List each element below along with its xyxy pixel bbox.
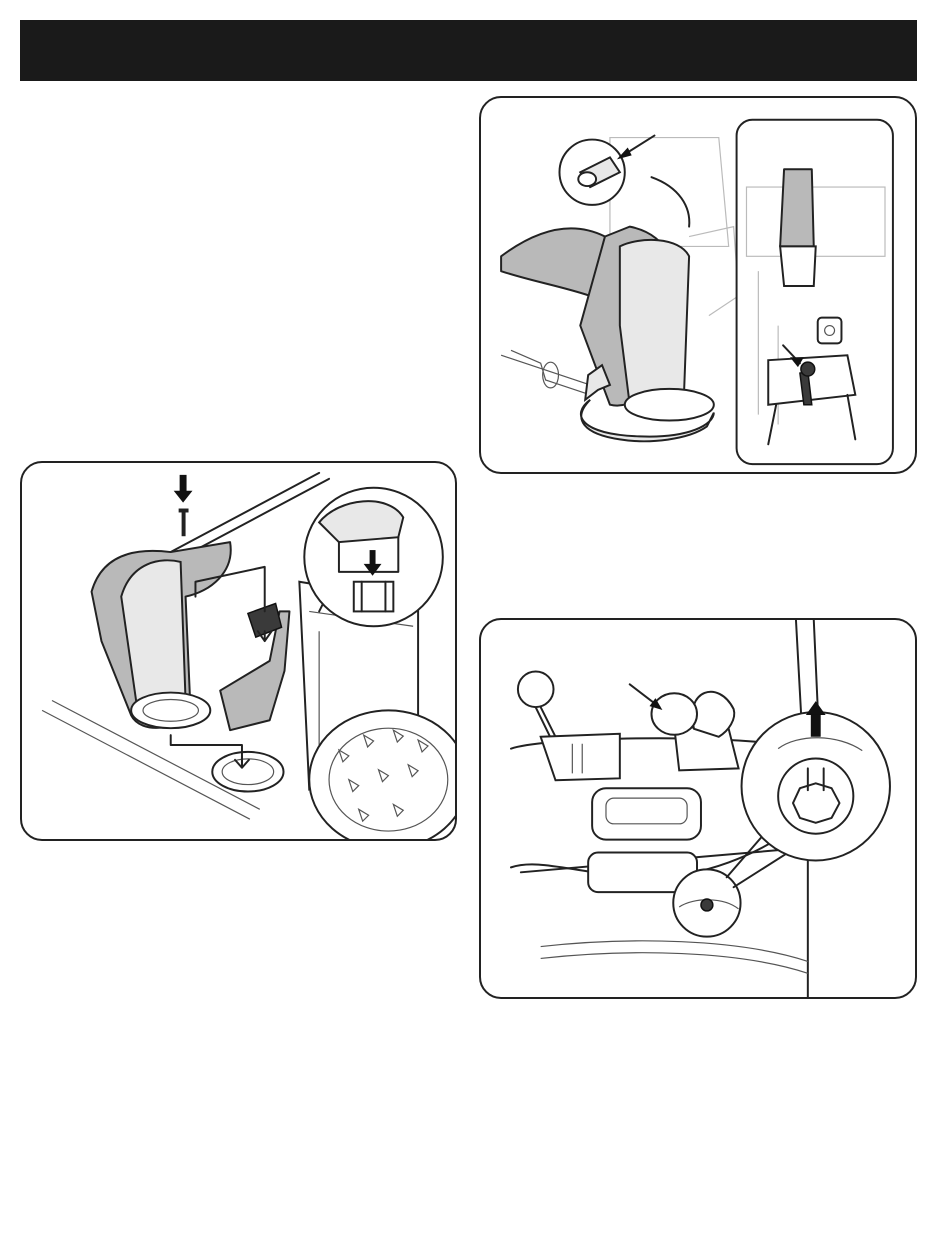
screw-icon	[179, 509, 189, 537]
lever-knob	[518, 671, 554, 707]
chute-deflector	[501, 228, 605, 295]
callout-arrow-icon	[630, 684, 663, 710]
figure-chute-install	[20, 461, 457, 841]
inset-panel	[737, 120, 893, 464]
callout-arrow-icon	[617, 136, 655, 160]
chute-rotate-illustration	[481, 98, 915, 472]
chute-handle	[780, 169, 814, 246]
chute-install-illustration	[22, 463, 455, 839]
figure-chute-rotate	[479, 96, 917, 474]
header-bar	[20, 20, 917, 81]
down-arrow-icon	[174, 475, 193, 503]
dash-control-illustration	[481, 620, 915, 997]
chute-base-ring	[212, 752, 283, 792]
figure-dash-control	[479, 618, 917, 999]
control-knob	[651, 693, 697, 735]
